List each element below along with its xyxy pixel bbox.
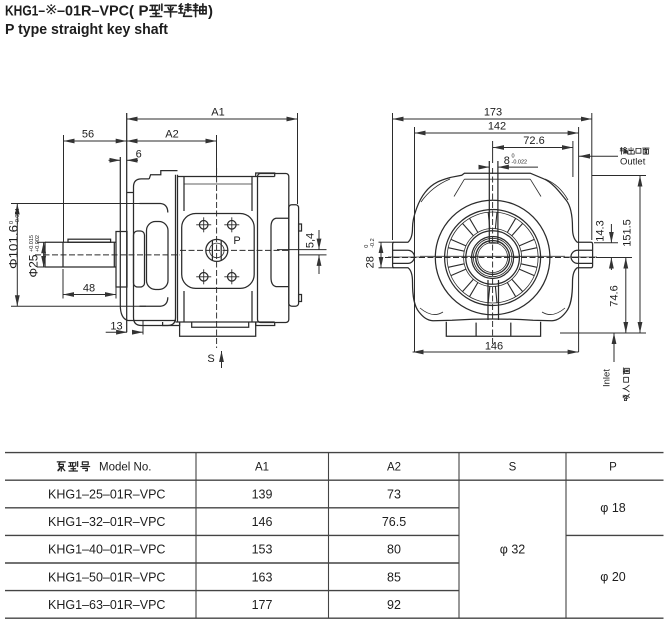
svg-text:P type straight key shaft: P type straight key shaft bbox=[5, 21, 168, 38]
svg-text:146: 146 bbox=[252, 515, 273, 529]
svg-text:-0.054: -0.054 bbox=[15, 208, 21, 224]
svg-text:73: 73 bbox=[387, 488, 401, 502]
svg-text:Model No.: Model No. bbox=[99, 462, 151, 474]
svg-text:8: 8 bbox=[504, 155, 510, 167]
svg-text:KHG1–25–01R–VPC: KHG1–25–01R–VPC bbox=[48, 488, 165, 502]
svg-text:146: 146 bbox=[485, 341, 503, 353]
svg-text:S: S bbox=[207, 353, 214, 365]
svg-text:A1: A1 bbox=[211, 107, 224, 119]
svg-text:151.5: 151.5 bbox=[622, 219, 634, 247]
svg-text:KHG1–63–01R–VPC: KHG1–63–01R–VPC bbox=[48, 598, 165, 612]
svg-text:Φ25: Φ25 bbox=[29, 255, 41, 278]
svg-text:153: 153 bbox=[252, 543, 273, 557]
svg-text:A2: A2 bbox=[165, 129, 178, 141]
svg-text:φ 18: φ 18 bbox=[600, 501, 626, 515]
svg-text:0: 0 bbox=[364, 245, 370, 248]
svg-text:(: ( bbox=[129, 3, 134, 20]
svg-text:92: 92 bbox=[387, 598, 401, 612]
svg-text:6: 6 bbox=[136, 149, 142, 161]
svg-text:14.3: 14.3 bbox=[595, 220, 607, 241]
svg-text:+0.015: +0.015 bbox=[29, 235, 35, 252]
svg-text:5,4: 5,4 bbox=[305, 233, 317, 248]
svg-text:–01R–VPC: –01R–VPC bbox=[57, 3, 129, 20]
svg-text:P: P bbox=[139, 3, 149, 20]
svg-text:A2: A2 bbox=[387, 462, 401, 474]
svg-text:56: 56 bbox=[82, 129, 94, 141]
svg-text:A1: A1 bbox=[255, 462, 269, 474]
svg-text:-0.2: -0.2 bbox=[370, 238, 376, 247]
svg-text:85: 85 bbox=[387, 570, 401, 584]
svg-text:163: 163 bbox=[252, 570, 273, 584]
svg-text:): ) bbox=[208, 3, 213, 20]
svg-text:φ 20: φ 20 bbox=[600, 570, 626, 584]
svg-text:72.6: 72.6 bbox=[523, 135, 544, 147]
svg-text:P: P bbox=[609, 462, 617, 474]
svg-text:76.5: 76.5 bbox=[382, 515, 406, 529]
svg-text:173: 173 bbox=[484, 107, 502, 119]
svg-text:177: 177 bbox=[252, 598, 273, 612]
svg-text:0: 0 bbox=[9, 221, 15, 224]
svg-text:13: 13 bbox=[110, 320, 122, 332]
svg-text:142: 142 bbox=[488, 121, 506, 133]
svg-text:KHG1–40–01R–VPC: KHG1–40–01R–VPC bbox=[48, 543, 165, 557]
svg-text:P: P bbox=[233, 235, 240, 247]
svg-text:+0.002: +0.002 bbox=[35, 235, 41, 252]
svg-text:48: 48 bbox=[83, 283, 95, 295]
svg-text:0: 0 bbox=[512, 154, 515, 160]
svg-text:Outlet: Outlet bbox=[620, 157, 646, 168]
svg-text:28: 28 bbox=[365, 256, 377, 268]
svg-text:80: 80 bbox=[387, 543, 401, 557]
svg-text:139: 139 bbox=[252, 488, 273, 502]
svg-text:KHG1–50–01R–VPC: KHG1–50–01R–VPC bbox=[48, 570, 165, 584]
svg-text:Inlet: Inlet bbox=[602, 369, 613, 387]
svg-text:74.6: 74.6 bbox=[609, 285, 621, 306]
svg-text:KHG1–32–01R–VPC: KHG1–32–01R–VPC bbox=[48, 515, 165, 529]
svg-text:-0.022: -0.022 bbox=[512, 160, 528, 166]
svg-text:Φ101.6: Φ101.6 bbox=[9, 225, 21, 269]
svg-text:S: S bbox=[509, 462, 517, 474]
svg-text:φ 32: φ 32 bbox=[500, 543, 526, 557]
svg-text:KHG1–: KHG1– bbox=[5, 3, 45, 20]
